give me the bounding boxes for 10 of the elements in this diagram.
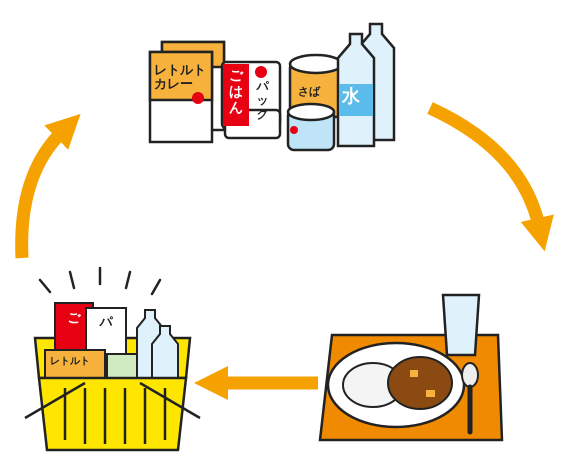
package-label: ご (66, 312, 82, 327)
arrow (427, 102, 554, 252)
package-label: レトルトカレー (154, 64, 207, 92)
package-label: レトルト (50, 357, 91, 368)
package-label: さば (298, 86, 320, 98)
package-label: パ (98, 316, 114, 331)
package-label: ごはん (228, 68, 244, 116)
package-label: 水 (342, 88, 360, 107)
arrow (15, 113, 80, 258)
arrow (194, 366, 318, 400)
